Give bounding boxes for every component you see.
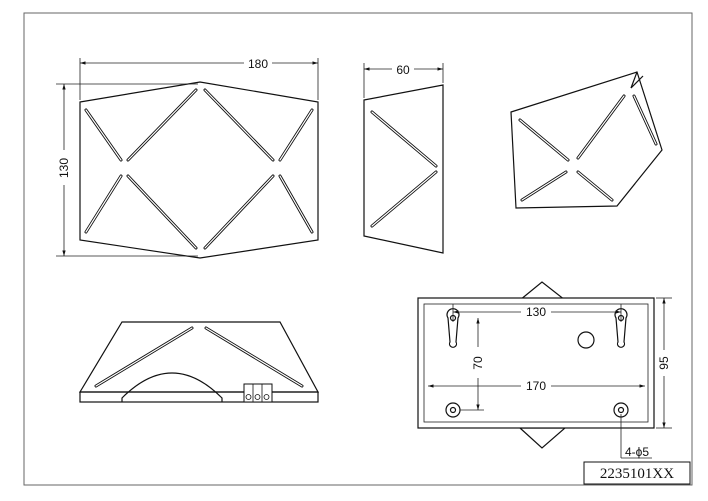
bottom-view — [78, 321, 320, 403]
top-tab — [518, 281, 567, 301]
front-view-cut-lines — [84, 88, 314, 250]
bottom-view-outline — [78, 321, 320, 393]
front-width-label: 180 — [248, 57, 268, 71]
side-view: 60 — [363, 63, 444, 254]
title-block: 2235101XX — [583, 461, 691, 485]
bottom-view-arch — [121, 372, 223, 402]
part-number: 2235101XX — [600, 466, 674, 482]
sheet-border — [23, 12, 693, 486]
bottom-view-cut-lines — [94, 326, 304, 388]
back-view: 130 70 170 95 4-ϕ5 — [417, 281, 672, 459]
plate-height-label: 95 — [657, 356, 671, 370]
front-view-outline — [79, 81, 319, 259]
holes-callout-label: 4-ϕ5 — [625, 445, 649, 459]
side-view-cut-lines — [370, 110, 438, 228]
hole-spacing-bottom-label: 170 — [526, 379, 546, 393]
iso-view-outline — [510, 71, 663, 209]
front-height-label: 130 — [57, 158, 71, 178]
side-depth-label: 60 — [396, 63, 410, 77]
iso-view-cut-lines — [518, 94, 658, 202]
terminal-block — [243, 383, 273, 403]
isometric-view — [510, 71, 663, 209]
hole-spacing-top-label: 130 — [526, 305, 546, 319]
side-view-outline — [363, 84, 444, 254]
cable-entry-hole — [577, 331, 595, 349]
mounting-plate-inner — [423, 303, 649, 423]
bottom-tab — [518, 427, 567, 449]
front-view: 180 130 — [56, 57, 319, 259]
hole-spacing-vertical-label: 70 — [471, 356, 485, 370]
